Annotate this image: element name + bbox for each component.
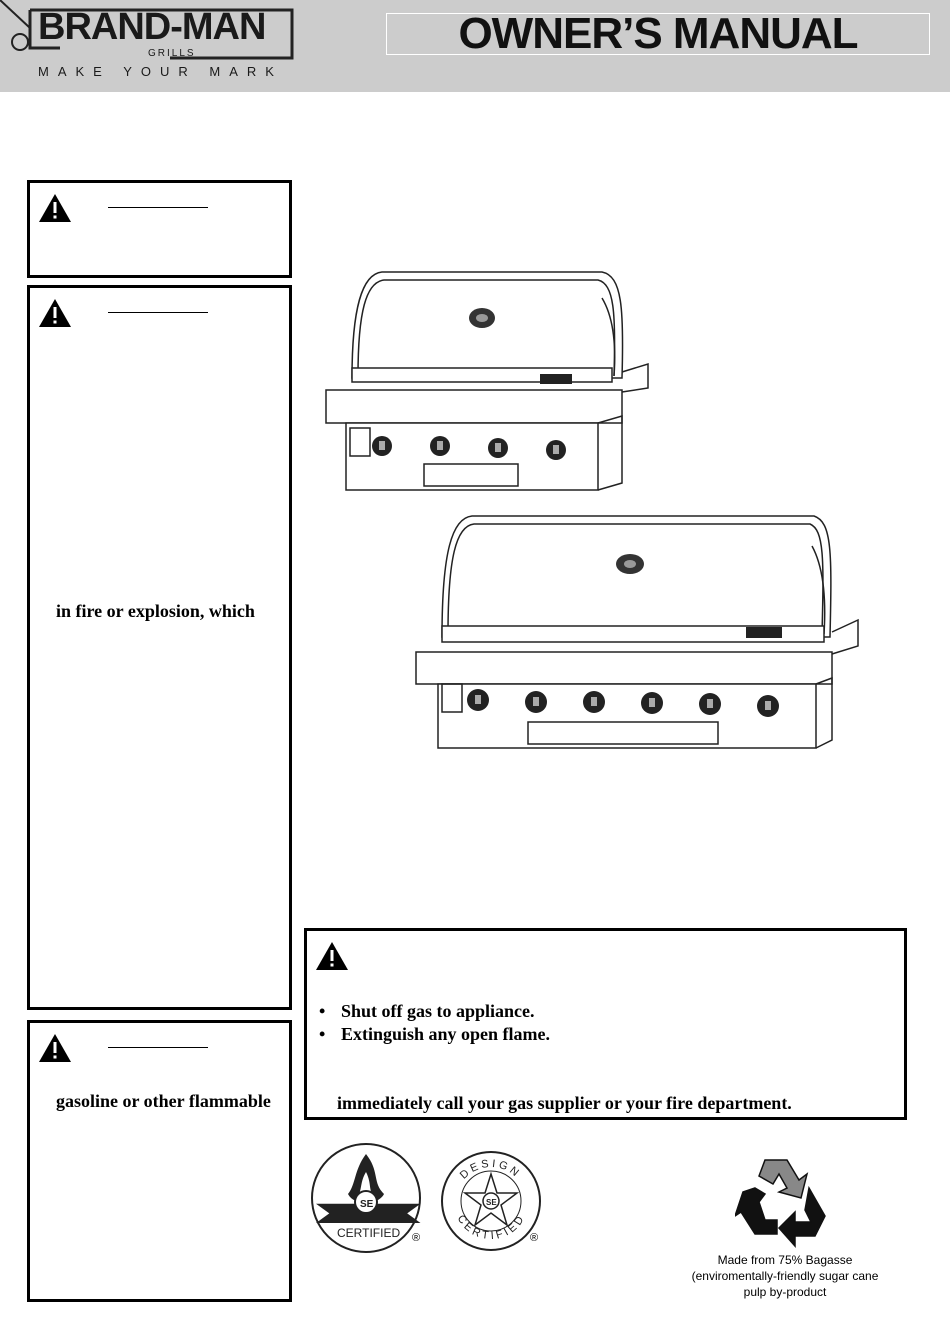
brand-logo: BRAND-MAN GRILLS MAKE YOUR MARK xyxy=(0,0,300,92)
gas-smell-warning-box: •Shut off gas to appliance. •Extinguish … xyxy=(304,928,907,1120)
warning-box-2: in fire or explosion, which xyxy=(27,285,292,1010)
gas-instruction-shut-off: •Shut off gas to appliance. xyxy=(319,1001,535,1021)
manual-title-box: OWNER’S MANUAL xyxy=(386,9,930,58)
design-mark: SE xyxy=(486,1198,497,1207)
logo-tagline: MAKE YOUR MARK xyxy=(38,64,283,79)
warning-box-1 xyxy=(27,180,292,278)
logo-frame xyxy=(0,0,294,60)
registered-mark: ® xyxy=(412,1232,421,1244)
csa-certified-logo: SE CERTIFIED xyxy=(311,1143,421,1253)
warning-icon xyxy=(316,942,348,970)
csa-mark: SE xyxy=(360,1199,374,1210)
registered-mark: ® xyxy=(530,1232,539,1244)
recycle-caption-line: Made from 75% Bagasse xyxy=(717,1253,853,1267)
warning-icon xyxy=(39,194,71,222)
csa-certified-label: CERTIFIED xyxy=(337,1226,400,1240)
manual-title: OWNER’S MANUAL xyxy=(458,9,858,58)
logo-sub-text: GRILLS xyxy=(148,48,196,59)
warning-heading-rule xyxy=(108,312,208,313)
design-certified-logo: DESIGN CERTIFIED SE xyxy=(441,1151,541,1251)
grill-illustration-4-burner xyxy=(325,271,649,491)
warning-text-fire: in fire or explosion, which xyxy=(56,601,255,621)
warning-heading-rule xyxy=(108,1047,208,1048)
warning-box-3: gasoline or other flammable xyxy=(27,1020,292,1302)
recycle-icon xyxy=(735,1159,826,1248)
gas-instruction-extinguish: •Extinguish any open flame. xyxy=(319,1024,551,1044)
recycle-caption-line: (enviromentally-friendly sugar cane xyxy=(691,1269,879,1283)
warning-text-gasoline: gasoline or other flammable xyxy=(56,1091,271,1111)
recycle-caption-line: pulp by-product xyxy=(743,1285,827,1299)
header-banner: BRAND-MAN GRILLS MAKE YOUR MARK OWNER’S … xyxy=(0,0,950,92)
warning-icon xyxy=(39,1034,71,1062)
recycle-caption: Made from 75% Bagasse (enviromentally-fr… xyxy=(685,1252,885,1300)
gas-instruction-call: immediately call your gas supplier or yo… xyxy=(337,1093,792,1113)
logo-brand-text: BRAND-MAN xyxy=(38,6,266,48)
warning-heading-rule xyxy=(108,207,208,208)
warning-icon xyxy=(39,299,71,327)
grill-illustration-6-burner xyxy=(415,515,859,749)
